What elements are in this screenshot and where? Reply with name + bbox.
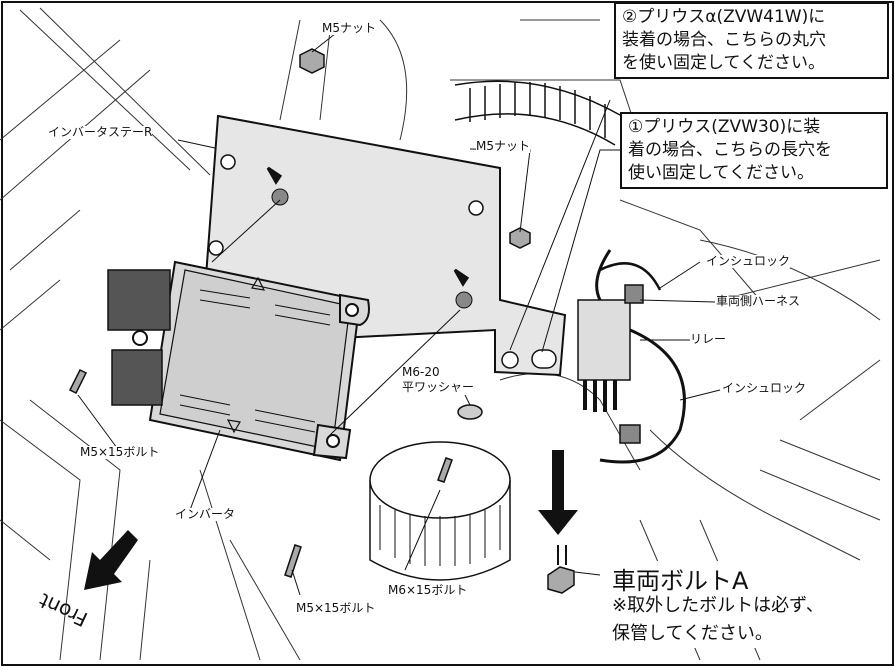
round-hole-alpha [501, 351, 519, 369]
note-line1: ※取外したボルトは必ず、 [612, 595, 824, 616]
down-arrow [538, 450, 578, 535]
label-insulock-2: インシュロック [722, 381, 807, 395]
note-line2: 保管してください。 [612, 622, 773, 644]
ribbed-hose [454, 80, 621, 146]
arrow-2 [453, 268, 470, 287]
stud-1 [271, 188, 289, 206]
label-bolt-m6: M6×15ボルト [388, 583, 468, 597]
callout-alpha-line3: を使い固定してください。 [622, 52, 825, 73]
stay-holes [208, 154, 557, 369]
label-inverter: インバータ [175, 507, 236, 521]
slot-hole-prius [531, 349, 557, 369]
bolt-m5-bottom [284, 544, 302, 578]
label-vehicle-harness: 車両側ハーネス [716, 294, 801, 308]
reservoir-cap [369, 441, 511, 581]
storage-note: ※取外したボルトは必ず、 保管してください。 [612, 592, 824, 648]
label-vehicle-bolt-a: 車両ボルトA [612, 561, 749, 596]
label-relay: リレー [690, 332, 727, 346]
label-washer-name: 平ワッシャー [402, 380, 475, 394]
front-arrow [84, 530, 138, 590]
bolt-m6 [437, 457, 453, 483]
callout-alpha-line2: 装着の場合、こちらの丸穴 [622, 29, 826, 50]
fasteners [68, 48, 575, 594]
callout-prius-alpha: ②プリウスα(ZVW41W)に 装着の場合、こちらの丸穴 を使い固定してください… [614, 2, 889, 79]
label-insulock-1: インシュロック [706, 254, 791, 268]
m5-nut-top [299, 48, 325, 74]
inverter-unit [107, 260, 370, 462]
label-m5-nut-top: M5ナット [322, 21, 376, 35]
leader-lines [77, 29, 721, 596]
bolt-m5-left [68, 368, 88, 395]
arrow-1 [266, 166, 283, 185]
label-inverter-stay: インバータステーR [48, 125, 153, 139]
vehicle-bolt-a [547, 566, 575, 594]
callout-prius-line2: 着の場合、こちらの長穴を [628, 139, 832, 160]
callout-alpha-line1: ②プリウスα(ZVW41W)に [622, 7, 826, 27]
label-bolt-m5-bottom: M5×15ボルト [296, 601, 376, 615]
callout-prius-zvw30: ①プリウス(ZVW30)に装 着の場合、こちらの長穴を 使い固定してください。 [620, 112, 888, 189]
label-washer-size: M6-20 [402, 365, 440, 379]
washer [457, 404, 483, 420]
label-m5-nut-mid: M5ナット [476, 139, 530, 153]
label-bolt-m5-left: M5×15ボルト [80, 445, 160, 459]
stud-2 [455, 291, 473, 309]
callout-prius-line3: 使い固定してください。 [628, 162, 814, 183]
relay-harness [577, 249, 686, 464]
callout-prius-line1: ①プリウス(ZVW30)に装 [628, 117, 821, 137]
